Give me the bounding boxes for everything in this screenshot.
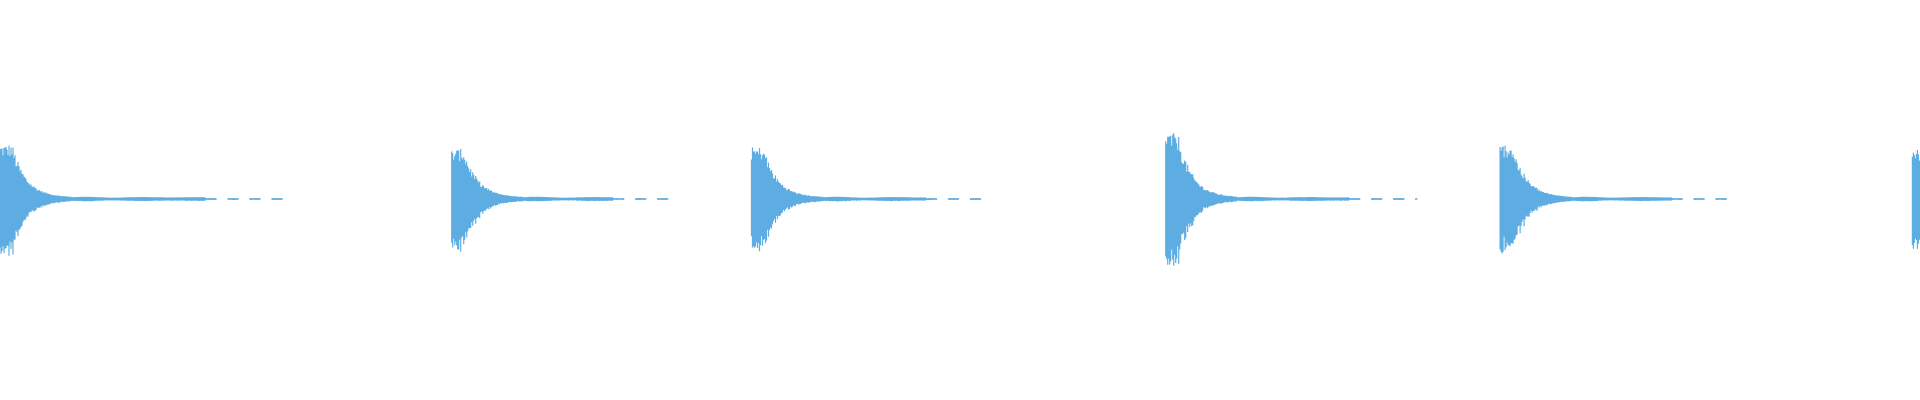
waveform-layer <box>0 133 1920 266</box>
onset-transient <box>750 147 982 252</box>
waveform-burst <box>1165 133 1418 266</box>
waveform-burst <box>0 145 283 256</box>
waveform-burst <box>750 147 982 252</box>
onset-transient <box>1165 133 1418 266</box>
onset-transient <box>0 145 283 256</box>
onset-transient <box>451 149 669 252</box>
waveform-burst <box>1911 149 1920 249</box>
onset-transient <box>1499 145 1727 254</box>
waveform-burst <box>451 149 669 252</box>
waveform-burst <box>1499 145 1727 254</box>
onset-transient <box>1911 149 1920 249</box>
